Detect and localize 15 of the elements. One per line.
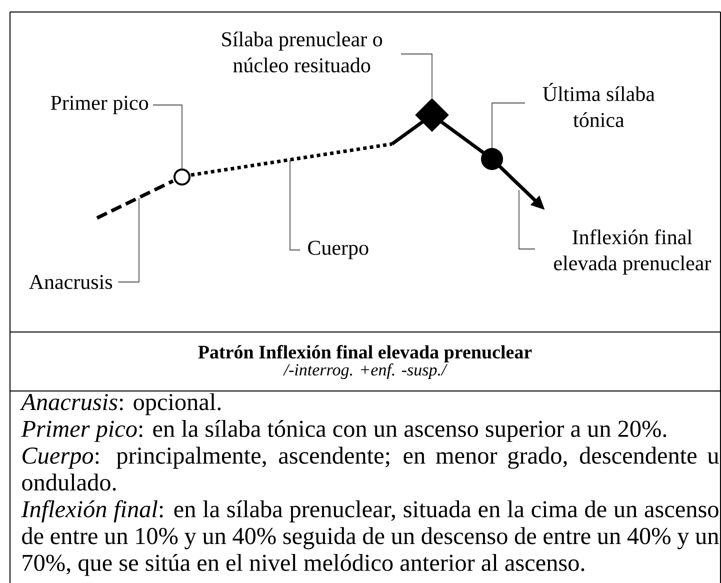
leader-line: [400, 54, 432, 98]
contour-label: Última sílaba tónica: [542, 82, 655, 128]
diamond-marker: [415, 98, 449, 132]
leader-line: [492, 102, 526, 148]
leader-line: [152, 104, 182, 170]
contour-label: Inflexión final elevada prenuclear: [554, 229, 712, 275]
description-text: Anacrusis: opcional. Primer pico: en la sílaba tónica con un ascenso superior a un 20%. Cuerpo: principalmente, ascendente; en menor grado, descendente u ondulado. Inflexión final: en la sílaba prenuclear, situada en la cima de un ascenso de entre un 10% y un 40% seguida de un descenso de entre un 40% y un 70%, que se sitúa en el nivel melódico anterior al ascenso.: [20, 393, 719, 576]
contour-label: Cuerpo: [308, 240, 368, 260]
leader-line: [118, 198, 140, 282]
leader-line: [518, 190, 536, 250]
contour-label: Sílaba prenuclear o núcleo resituado: [222, 32, 382, 72]
contour-label: Anacrusis: [29, 274, 112, 290]
leader-line: [290, 160, 300, 250]
title-cell: Patrón Inflexión final elevada prenuclear /-interrog. +enf. -susp./: [198, 345, 532, 379]
contour-label: Primer pico: [50, 96, 148, 114]
